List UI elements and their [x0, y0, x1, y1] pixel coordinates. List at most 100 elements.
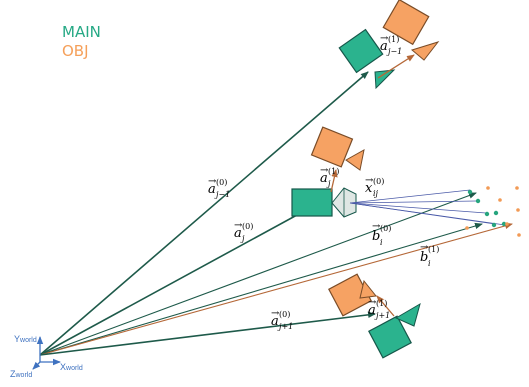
vector-labels: → a (1) j−1 → a (0) j−1 → a (1) j → x (0… [208, 33, 439, 331]
camera-group-bottom [328, 273, 421, 359]
ray [349, 202, 506, 226]
arrow-b-i-1 [39, 222, 513, 356]
point-orange [465, 226, 469, 230]
vec-sub: j−1 [386, 47, 402, 56]
vec-arrow: → [420, 242, 429, 253]
vec-sup: (0) [380, 224, 391, 233]
obj-camera-top-lens [410, 41, 440, 61]
vec-arrow: → [365, 175, 374, 186]
z-axis-letter: Z [10, 369, 16, 379]
y-axis-sub: world [19, 337, 37, 344]
point-green [467, 189, 473, 195]
ray [349, 200, 477, 204]
world-arrows [39, 71, 513, 356]
vec-arrow: → [368, 297, 377, 308]
vec-base: a [208, 182, 216, 197]
arrow-a-jm1-1 [377, 54, 415, 79]
label-b-i-1: → b (1) i [420, 242, 439, 268]
x-axis-letter: X [60, 362, 66, 372]
vec-sub: j+1 [374, 311, 390, 320]
z-axis [32, 361, 41, 370]
z-axis-sub: world [15, 372, 33, 379]
vec-sup: (1) [388, 35, 399, 44]
arrow-to-point-1 [39, 192, 477, 356]
x-axis-sub: world [65, 365, 83, 372]
arrow-a-j-1 [330, 169, 338, 193]
world-axes: Yworld Xworld Zworld [10, 334, 83, 379]
vec-base: a [380, 39, 388, 54]
point-green [493, 210, 499, 216]
arrow-a-j-0 [39, 196, 331, 356]
main-camera-bottom-body [368, 315, 412, 359]
vec-base: a [234, 226, 242, 241]
main-camera-top-body [338, 28, 384, 74]
label-x-ij-0: → x (0) ij [365, 175, 384, 198]
ray [349, 189, 471, 204]
point-orange [515, 186, 519, 190]
arrow-a-jp1-1 [376, 295, 395, 317]
y-axis-letter: Y [14, 334, 20, 344]
arrow-b-i-0 [39, 222, 483, 356]
vec-base: b [372, 229, 380, 244]
point-cloud [465, 186, 521, 237]
label-a-jp1-0: → a (0) j+1 [271, 308, 293, 331]
point-orange [516, 208, 520, 212]
vec-arrow: → [271, 308, 280, 319]
obj-camera-middle-lens [345, 149, 365, 171]
z-axis-label: Zworld [10, 369, 32, 379]
vec-sup: (0) [242, 222, 253, 231]
sensor-rays [349, 189, 506, 226]
vec-sup: (0) [279, 310, 290, 319]
vec-base: a [320, 171, 328, 186]
vec-arrow: → [380, 33, 389, 44]
vec-sub: i [380, 238, 383, 247]
vec-sub: j [326, 179, 331, 188]
main-camera-middle-body [291, 188, 333, 217]
vec-sup: (1) [428, 245, 439, 254]
legend: MAIN OBJ [62, 23, 101, 60]
legend-obj: OBJ [62, 42, 89, 60]
vec-arrow: → [234, 220, 243, 231]
main-camera-bottom-lens [394, 302, 421, 327]
point-green [501, 221, 507, 227]
legend-main: MAIN [62, 23, 101, 41]
vec-arrow: → [320, 165, 329, 176]
point-green [475, 198, 481, 204]
vec-sup: (1) [328, 167, 339, 176]
point-orange [505, 222, 509, 226]
camera-group-top [338, 0, 440, 90]
obj-camera-middle-body [310, 126, 354, 168]
vec-sub: j−1 [214, 190, 230, 199]
vec-sup: (0) [216, 178, 227, 187]
vec-sup: (1) [376, 299, 387, 308]
camera-group-middle [291, 126, 365, 218]
label-b-i-0: → b (0) i [372, 221, 391, 247]
obj-camera-top-body [382, 0, 430, 46]
obj-camera-bottom-lens [359, 279, 377, 299]
vec-sub: ij [373, 189, 379, 198]
label-a-j-1: → a (1) j [320, 165, 339, 188]
x-axis-label: Xworld [60, 362, 83, 372]
vec-sup: (0) [373, 177, 384, 186]
label-a-jm1-0: → a (0) j−1 [208, 176, 230, 199]
vec-sub: i [428, 259, 431, 268]
point-orange [517, 233, 521, 237]
vec-base: b [420, 250, 428, 265]
arrow-a-jp1-0 [39, 311, 376, 356]
vec-base: x [365, 181, 373, 196]
point-green [484, 211, 490, 217]
point-orange [498, 198, 502, 202]
main-camera-top-lens [374, 69, 396, 90]
vec-sub: j [240, 234, 245, 243]
vec-base: a [271, 314, 279, 329]
point-green [491, 222, 497, 228]
vec-arrow: → [208, 176, 217, 187]
arrow-a-jm1-0 [39, 71, 369, 356]
vec-base: a [368, 303, 376, 318]
label-a-jm1-1: → a (1) j−1 [380, 33, 402, 56]
ray [349, 202, 487, 214]
vec-arrow: → [372, 221, 381, 232]
vec-sub: j+1 [277, 322, 293, 331]
point-orange [486, 186, 490, 190]
